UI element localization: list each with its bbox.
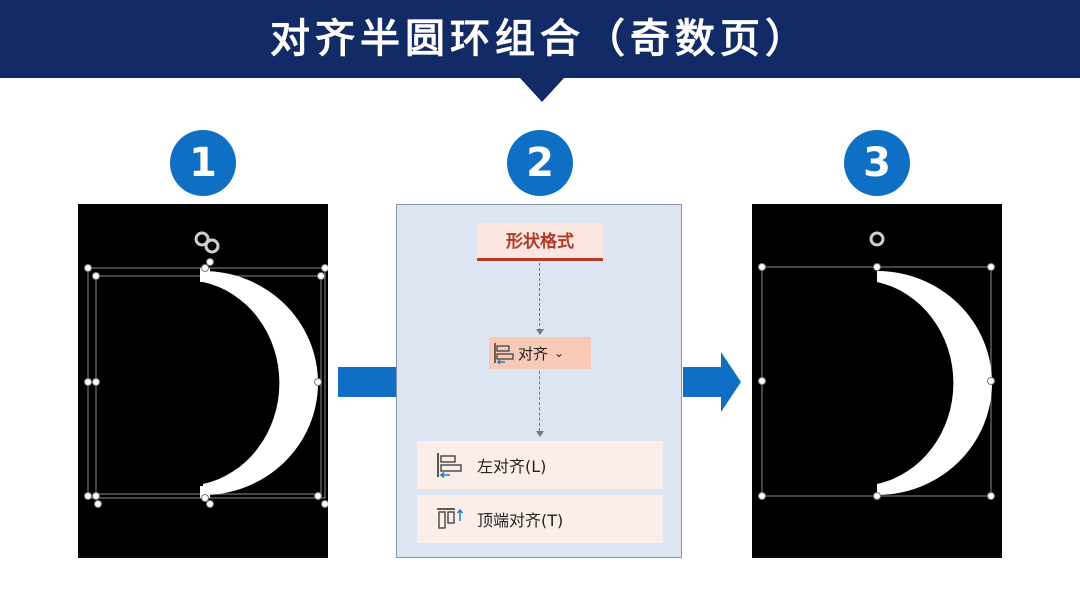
selection-handles[interactable] (758, 263, 995, 500)
menu-item-align-left[interactable]: 左对齐(L) (417, 441, 663, 489)
connector-arrowhead-1 (536, 329, 544, 335)
connector-dash-2 (539, 371, 540, 431)
step3-canvas (752, 204, 1002, 558)
connector-arrowhead-2 (536, 431, 544, 437)
align-button-label: 对齐 (518, 344, 549, 363)
tab-shape-format[interactable]: 形状格式 (477, 223, 603, 261)
step-number-3: 3 (844, 130, 910, 196)
align-left-icon (493, 341, 515, 365)
selection-handles[interactable] (84, 258, 329, 508)
rotate-handle-icon[interactable] (194, 231, 220, 254)
menu-item-align-top[interactable]: 顶端对齐(T) (417, 495, 663, 543)
align-top-icon (435, 505, 465, 533)
align-left-icon (435, 451, 465, 479)
page-title: 对齐半圆环组合（奇数页） (270, 16, 810, 62)
header-banner (0, 0, 1080, 78)
align-dropdown-button[interactable]: 对齐 ⌄ (489, 337, 591, 369)
flow-arrow-2 (683, 352, 741, 412)
flow-arrow-1 (338, 367, 398, 397)
menu-panel: 形状格式 对齐 ⌄ 左对齐(L) (396, 204, 682, 558)
ring-cap-top (200, 268, 210, 282)
step-number-1: 1 (170, 130, 236, 196)
step-number-2: 2 (507, 130, 573, 196)
rotate-handle-icon[interactable] (869, 231, 885, 247)
menu-item-align-left-label: 左对齐(L) (477, 457, 547, 476)
header-banner-notch (520, 78, 564, 102)
menu-item-align-top-label: 顶端对齐(T) (477, 511, 564, 530)
semicircle-ring-shape[interactable] (877, 271, 992, 495)
connector-dash-1 (539, 263, 540, 331)
step1-canvas (78, 204, 328, 558)
ring-cap-bottom (200, 486, 210, 498)
semicircle-ring-shape[interactable] (203, 271, 318, 495)
chevron-down-icon: ⌄ (554, 346, 565, 360)
